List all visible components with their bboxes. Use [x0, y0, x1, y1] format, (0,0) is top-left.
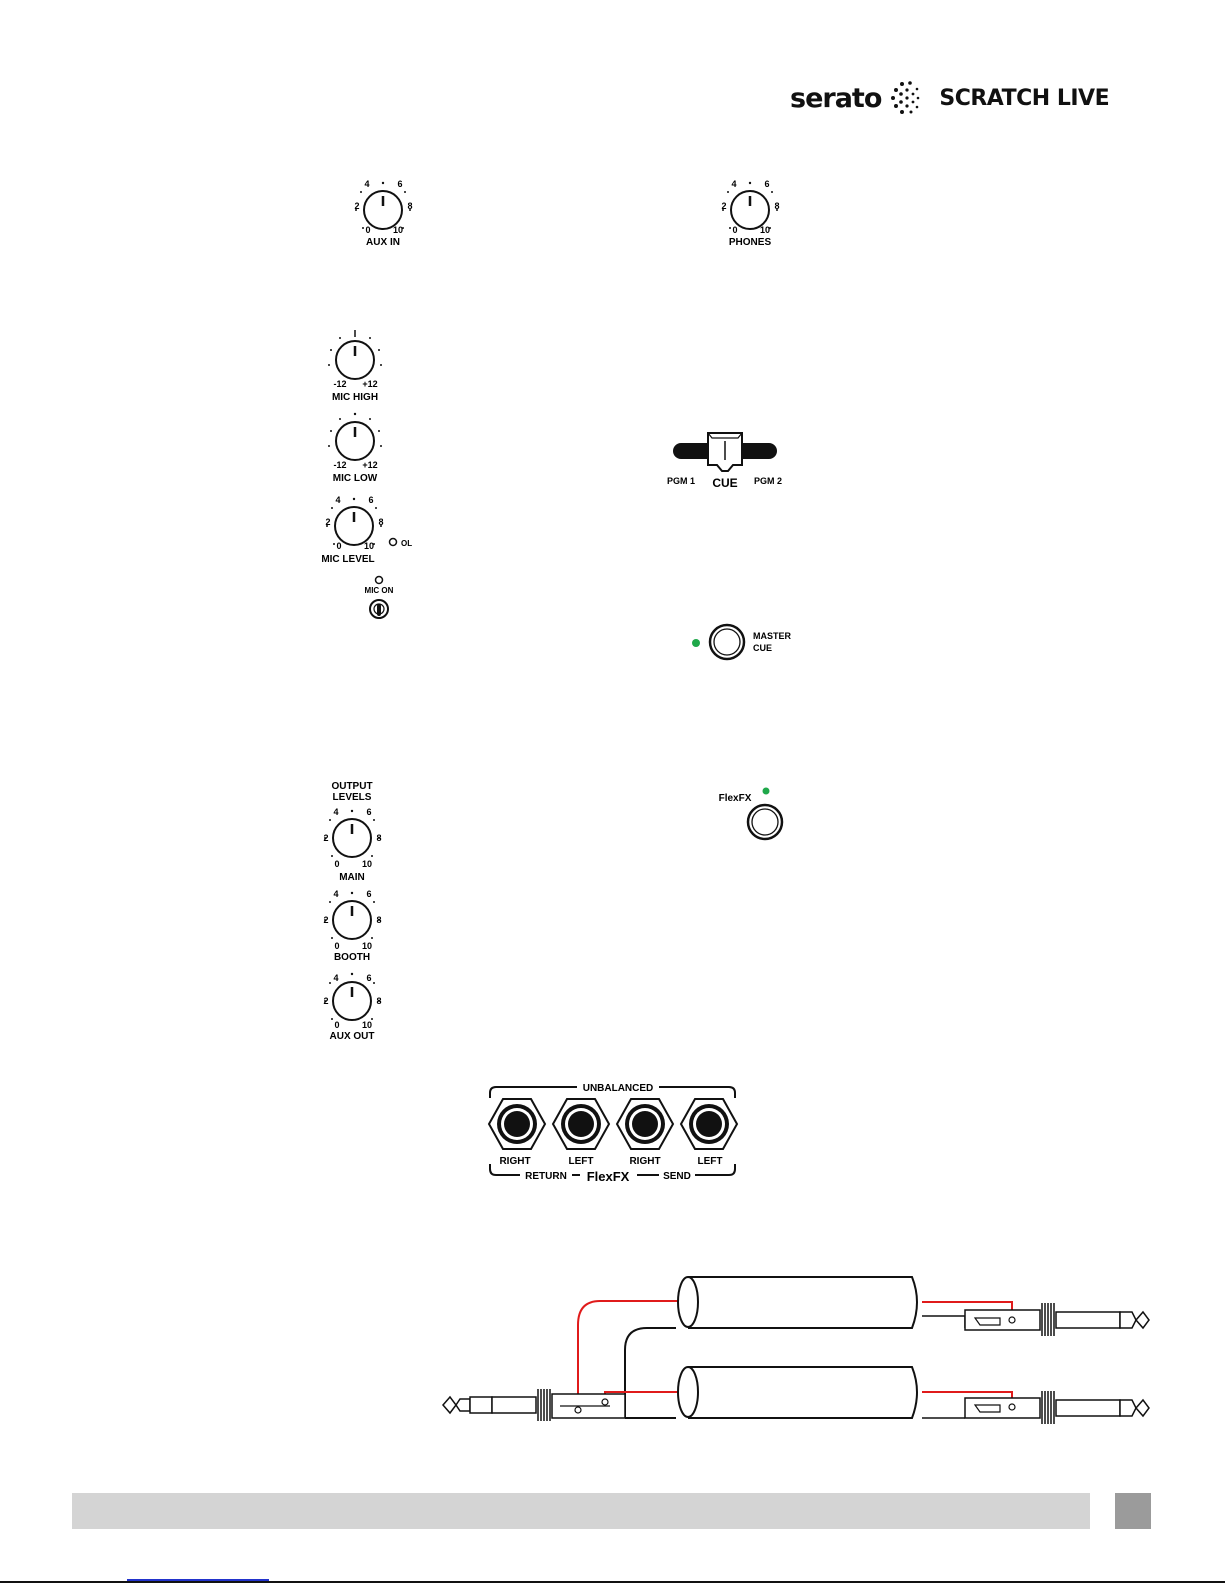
aux-in-tick-4: 4 [364, 179, 369, 189]
phones-tick-4: 4 [731, 179, 736, 189]
footer-link-underline[interactable] [127, 1579, 269, 1581]
mic-level-tick-0: 0 [336, 541, 341, 551]
mic-high-label: MIC HIGH [332, 392, 378, 403]
crossfader[interactable]: PGM 1 CUE PGM 2 [667, 433, 782, 490]
booth-knob[interactable]: 4 6 2 8 0 10 BOOTH [323, 889, 381, 963]
mic-level-tick-4: 4 [335, 495, 340, 505]
jack-flexfx-label: FlexFX [587, 1169, 630, 1184]
aux-out-label: AUX OUT [330, 1031, 375, 1042]
main-tick-4: 4 [333, 807, 338, 817]
main-tick-6: 6 [366, 807, 371, 817]
jack-return-left[interactable] [553, 1099, 609, 1149]
aux-out-tick-8: 8 [376, 996, 381, 1006]
flexfx-jack-panel: UNBALANCED RIGHT LEFT RIGHT LEFT [489, 1083, 737, 1184]
jack-label-1: RIGHT [499, 1156, 530, 1167]
page-number-box [1115, 1493, 1151, 1529]
aux-in-knob[interactable]: 4 6 2 8 0 10 AUX IN [354, 179, 412, 248]
phones-knob[interactable]: 4 6 2 8 0 10 PHONES [721, 179, 779, 248]
ol-indicator: OL [390, 539, 413, 549]
mic-level-label: MIC LEVEL [321, 554, 374, 565]
aux-out-tick-4: 4 [333, 973, 338, 983]
phones-tick-2: 2 [721, 201, 726, 211]
booth-tick-6: 6 [366, 889, 371, 899]
flexfx-button-label: FlexFX [719, 793, 752, 804]
booth-tick-8: 8 [376, 915, 381, 925]
jack-send-left[interactable] [681, 1099, 737, 1149]
jack-panel-heading: UNBALANCED [583, 1083, 654, 1094]
jack-return-right[interactable] [489, 1099, 545, 1149]
jack-send-right[interactable] [617, 1099, 673, 1149]
phones-tick-8: 8 [774, 201, 779, 211]
jack-label-2: LEFT [569, 1156, 594, 1167]
phones-tick-0: 0 [732, 225, 737, 235]
main-tick-10: 10 [362, 859, 372, 869]
mic-low-knob[interactable]: -12 +12 MIC LOW [328, 413, 382, 484]
trs-plug-right-bottom [965, 1391, 1149, 1424]
booth-tick-0: 0 [334, 941, 339, 951]
aux-in-label: AUX IN [366, 237, 400, 248]
mic-level-tick-8: 8 [378, 517, 383, 527]
jack-return-label: RETURN [525, 1171, 567, 1182]
crossfader-center-label: CUE [712, 476, 737, 490]
ol-label: OL [401, 539, 412, 548]
booth-tick-2: 2 [323, 915, 328, 925]
crossfader-left-label: PGM 1 [667, 476, 695, 486]
aux-in-tick-2: 2 [354, 201, 359, 211]
trs-plug-right-top [965, 1303, 1149, 1336]
phones-tick-6: 6 [764, 179, 769, 189]
aux-in-tick-0: 0 [365, 225, 370, 235]
aux-in-tick-6: 6 [397, 179, 402, 189]
mic-on-toggle[interactable]: MIC ON [365, 577, 394, 619]
master-cue-button[interactable]: MASTER CUE [692, 625, 792, 659]
cable-body-bottom [678, 1367, 917, 1418]
aux-out-tick-6: 6 [366, 973, 371, 983]
mic-low-max: +12 [362, 460, 377, 470]
output-heading-2: LEVELS [333, 792, 372, 803]
mic-low-min: -12 [333, 460, 346, 470]
flexfx-led [763, 788, 770, 795]
mic-high-knob[interactable]: -12 +12 MIC HIGH [328, 330, 382, 403]
crossfader-right-label: PGM 2 [754, 476, 782, 486]
mic-on-label: MIC ON [365, 586, 394, 595]
mic-low-label: MIC LOW [333, 473, 378, 484]
trs-plug-left [443, 1389, 625, 1421]
mic-level-knob[interactable]: 4 6 2 8 0 10 MIC LEVEL [321, 495, 383, 565]
flexfx-button[interactable]: FlexFX [719, 788, 782, 840]
mic-level-tick-6: 6 [368, 495, 373, 505]
mic-level-tick-2: 2 [325, 517, 330, 527]
mic-high-min: -12 [333, 379, 346, 389]
jack-label-4: LEFT [698, 1156, 723, 1167]
aux-out-knob[interactable]: 4 6 2 8 0 10 AUX OUT [323, 973, 381, 1042]
mic-high-max: +12 [362, 379, 377, 389]
booth-tick-10: 10 [362, 941, 372, 951]
mic-level-tick-10: 10 [364, 541, 374, 551]
main-tick-8: 8 [376, 833, 381, 843]
footer-bar [72, 1493, 1090, 1529]
booth-label: BOOTH [334, 952, 370, 963]
main-label: MAIN [339, 872, 365, 883]
jack-send-label: SEND [663, 1171, 691, 1182]
jack-label-3: RIGHT [629, 1156, 660, 1167]
cable-body-top [678, 1277, 917, 1328]
phones-label: PHONES [729, 237, 772, 248]
main-tick-2: 2 [323, 833, 328, 843]
booth-tick-4: 4 [333, 889, 338, 899]
aux-out-tick-2: 2 [323, 996, 328, 1006]
main-tick-0: 0 [334, 859, 339, 869]
master-cue-led [692, 639, 700, 647]
footer-rule [0, 1581, 1225, 1583]
aux-out-tick-10: 10 [362, 1020, 372, 1030]
aux-in-tick-8: 8 [407, 201, 412, 211]
insert-cable-illustration [443, 1277, 1149, 1424]
aux-out-tick-0: 0 [334, 1020, 339, 1030]
main-knob[interactable]: 4 6 2 8 0 10 MAIN [323, 807, 381, 883]
phones-tick-10: 10 [760, 225, 770, 235]
output-heading-1: OUTPUT [331, 781, 372, 792]
aux-in-tick-10: 10 [393, 225, 403, 235]
master-cue-line2: CUE [753, 643, 772, 653]
master-cue-line1: MASTER [753, 631, 792, 641]
